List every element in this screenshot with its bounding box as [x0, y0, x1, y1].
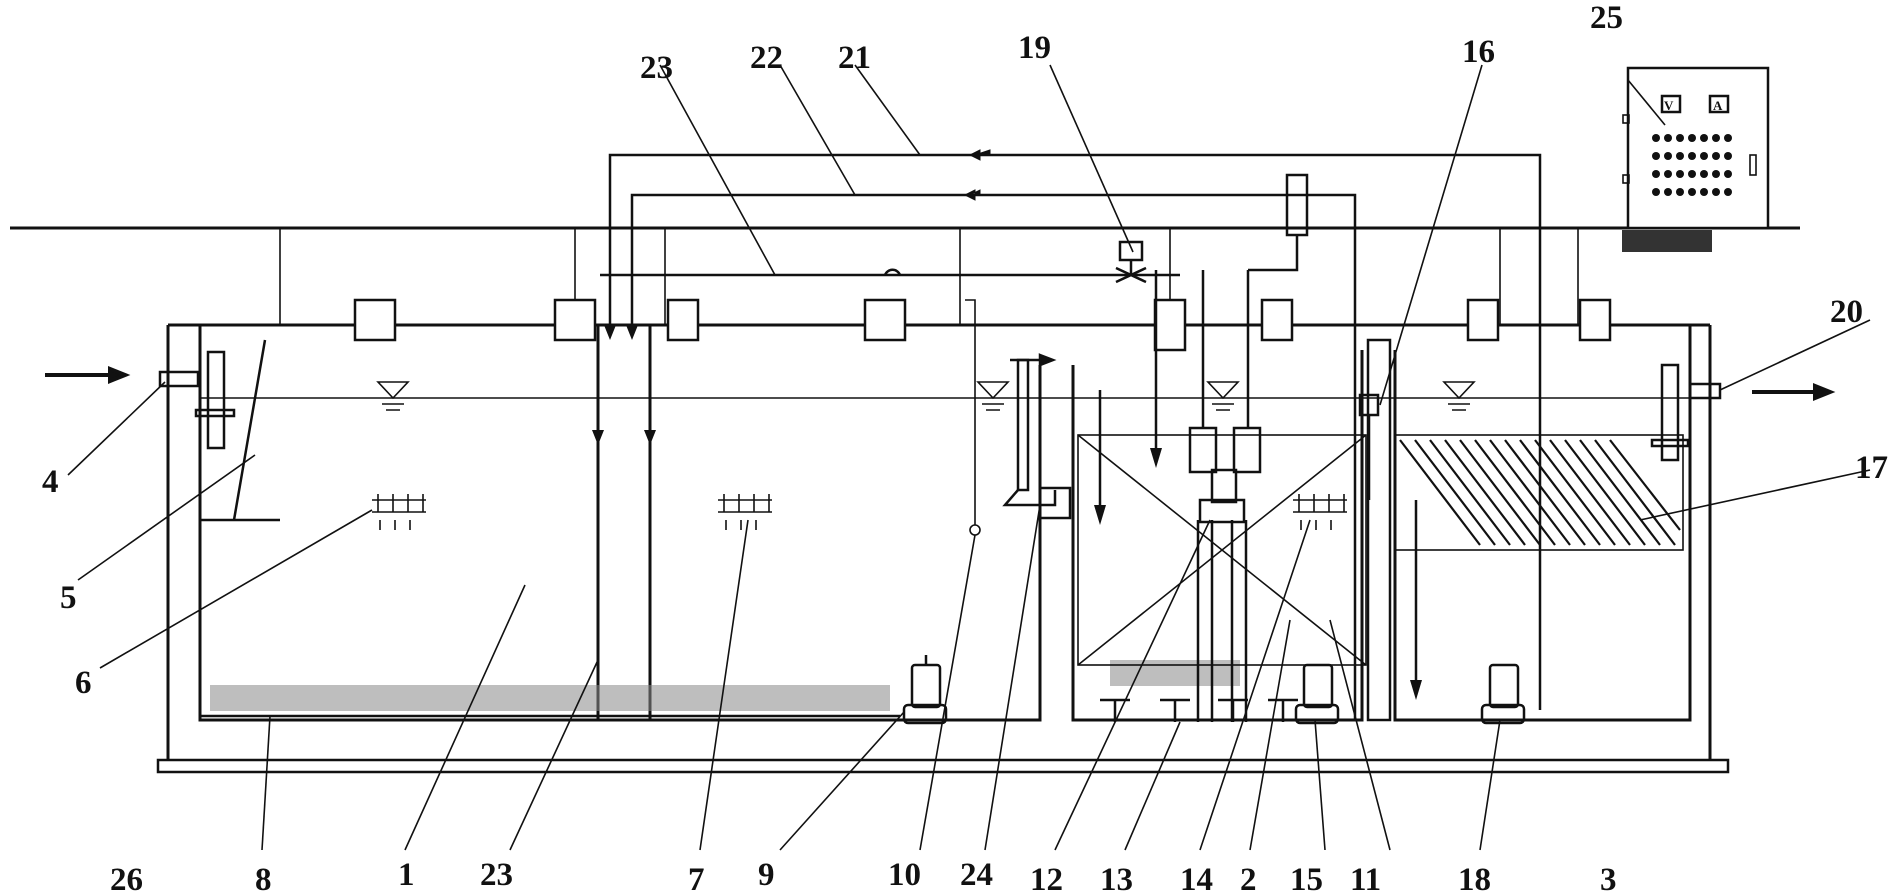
label-13: 13: [1100, 862, 1133, 896]
membrane-module: [1077, 434, 1367, 666]
label-18: 18: [1458, 862, 1491, 896]
label-24: 24: [960, 857, 993, 893]
return-pipe-21: [608, 153, 1542, 710]
aerator-tank2: [1293, 494, 1347, 530]
aerator-tank1b: [718, 494, 772, 530]
label-14: 14: [1180, 862, 1213, 896]
label-17: 17: [1855, 450, 1888, 486]
label-22: 22: [750, 40, 783, 76]
riser-16: [1358, 393, 1380, 500]
sediment-layer: [210, 660, 1240, 711]
label-20: 20: [1830, 294, 1863, 330]
water-level-markers: [376, 381, 1476, 411]
aerator-tank1: [372, 494, 426, 530]
label-7: 7: [688, 862, 705, 896]
label-1: 1: [398, 857, 415, 893]
pump-18: [1480, 663, 1526, 725]
return-pipe-22: [630, 193, 1357, 720]
label-23a: 23: [640, 50, 673, 86]
label-8: 8: [255, 862, 272, 896]
label-9: 9: [758, 857, 775, 893]
outlet-pipe: [1650, 363, 1722, 462]
label-5: 5: [60, 580, 77, 616]
outlet-arrow: [1752, 383, 1836, 401]
inlet-baffle: [200, 339, 280, 522]
leader-lines: [67, 64, 1871, 851]
label-6: 6: [75, 665, 92, 701]
label-12: 12: [1030, 862, 1063, 896]
label-4: 4: [42, 464, 59, 500]
label-15: 15: [1290, 862, 1323, 896]
label-23b: 23: [480, 857, 513, 893]
label-11: 11: [1350, 862, 1381, 896]
callout-labels: 4 5 6 26 8 1 23 7 9 10 24 12 13 14 2 15 …: [42, 0, 1888, 896]
pump-9: [902, 655, 948, 725]
label-19: 19: [1018, 30, 1051, 66]
label-26: 26: [110, 862, 143, 896]
pump-15: [1294, 663, 1340, 725]
label-3: 3: [1600, 862, 1617, 896]
valve-19: [1115, 240, 1147, 284]
level-sensor: [965, 299, 976, 525]
inlet-arrow: [45, 366, 131, 384]
meter-v: V: [1664, 98, 1674, 113]
label-25: 25: [1590, 0, 1623, 36]
inclined-plates: [1394, 434, 1684, 551]
label-2: 2: [1240, 862, 1257, 896]
meter-a: A: [1713, 98, 1723, 113]
label-21: 21: [838, 40, 871, 76]
inlet-pipe: [158, 350, 236, 450]
flow-down-arrows: [592, 270, 1422, 700]
label-10: 10: [888, 857, 921, 893]
transfer-pipe: [1002, 353, 1072, 520]
vent-riser: [1248, 173, 1309, 272]
central-pipes: [1188, 270, 1262, 722]
control-panel: V A: [1622, 66, 1770, 252]
label-16: 16: [1462, 34, 1495, 70]
